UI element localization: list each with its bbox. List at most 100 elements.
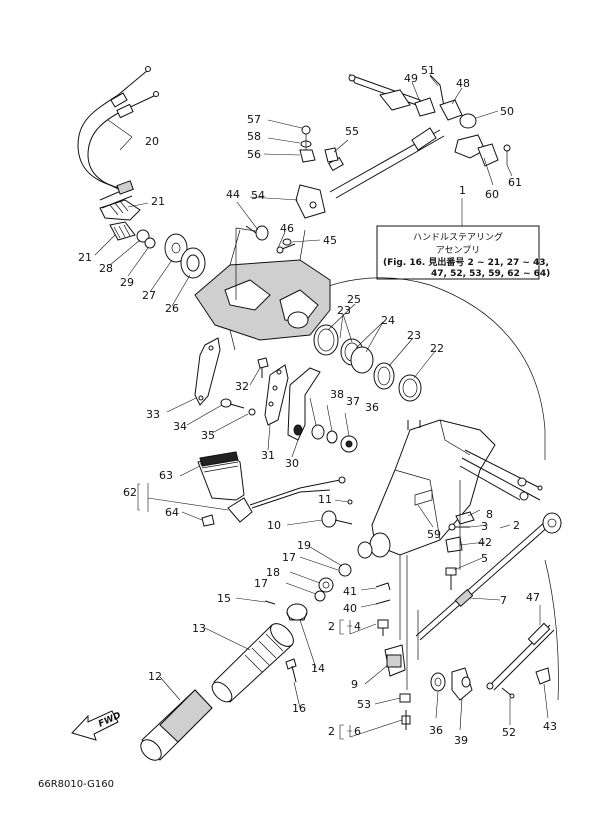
callout-13: 13 (192, 622, 206, 635)
lever-39 (451, 667, 473, 701)
callout-61: 61 (508, 176, 522, 189)
callout-57: 57 (247, 113, 261, 126)
bolt-34-35 (220, 398, 256, 416)
callout-64: 64 (165, 506, 179, 519)
callout-25: 25 (347, 293, 361, 306)
callout-52: 52 (502, 726, 516, 739)
callout-44: 44 (226, 188, 240, 201)
callout-14: 14 (311, 662, 325, 675)
callout-23b: 23 (407, 329, 421, 342)
cable-55-assembly (295, 125, 445, 219)
pin-15 (264, 600, 276, 605)
cable-set-20 (77, 66, 159, 209)
bushing-28 (136, 229, 150, 243)
callout-19: 19 (297, 539, 311, 552)
bracket-31 (264, 364, 289, 426)
callout-15: 15 (217, 592, 231, 605)
cable-47 (486, 622, 555, 691)
callout-22: 22 (430, 342, 444, 355)
callout-2a: 2 (513, 519, 520, 532)
callout-5: 5 (481, 552, 488, 565)
pin-11 (347, 499, 353, 505)
callout-56: 56 (247, 148, 261, 161)
bracket-2-4 (339, 619, 344, 635)
callout-33: 33 (146, 408, 160, 421)
washer-37 (326, 430, 338, 444)
callout-63: 63 (159, 469, 173, 482)
callout-36a: 36 (365, 401, 379, 414)
plate-53 (399, 693, 411, 703)
callout-39: 39 (454, 734, 468, 747)
grommet-26 (180, 247, 206, 279)
washer-17 (314, 590, 326, 602)
callout-31: 31 (261, 449, 275, 462)
grip-13 (211, 623, 294, 703)
bolt-3 (448, 523, 470, 531)
callout-18: 18 (266, 566, 280, 579)
callout-38: 38 (330, 388, 344, 401)
callout-49: 49 (404, 72, 418, 85)
cable-end-21-lower (109, 221, 136, 241)
callout-54: 54 (251, 189, 265, 202)
callout-1: 1 (459, 184, 466, 197)
callout-28: 28 (99, 262, 113, 275)
callout-11: 11 (318, 493, 332, 506)
callout-32: 32 (235, 380, 249, 393)
bolt-6 (401, 710, 411, 730)
callout-46: 46 (280, 222, 294, 235)
switch-62 (227, 476, 346, 523)
callout-23a: 23 (337, 304, 351, 317)
callout-box-assembly: ハンドルステアリング アセンブリ (Fig. 16. 見出番号 2 ~ 21, … (376, 198, 550, 280)
callout-29: 29 (120, 276, 134, 289)
callout-36b: 36 (429, 724, 443, 737)
callout-12: 12 (148, 670, 162, 683)
sleeve-14 (286, 603, 308, 621)
screw-16 (285, 658, 297, 683)
callout-37: 37 (346, 395, 360, 408)
callout-51: 51 (421, 64, 435, 77)
callout-26: 26 (165, 302, 179, 315)
callout-line-4: 47, 52, 53, 59, 62 ~ 64) (431, 269, 550, 279)
callout-34: 34 (173, 420, 187, 433)
callout-16: 16 (292, 702, 306, 715)
pin-40 (375, 599, 391, 605)
block-9 (384, 644, 406, 677)
callout-47: 47 (526, 591, 540, 604)
callout-8: 8 (486, 508, 493, 521)
callout-17a: 17 (282, 551, 296, 564)
clip-43 (535, 667, 551, 685)
bracket-housing (194, 229, 331, 351)
callout-35: 35 (201, 429, 215, 442)
callout-20: 20 (145, 135, 159, 148)
screw-45-46 (276, 238, 296, 254)
cables-right (459, 449, 543, 501)
grip-12 (140, 689, 213, 761)
callout-3: 3 (481, 520, 488, 533)
callout-58: 58 (247, 130, 261, 143)
callout-24: 24 (381, 314, 395, 327)
callout-4: 4 (354, 620, 361, 633)
steering-handle-body (357, 419, 496, 559)
callout-59: 59 (427, 528, 441, 541)
clip-44 (245, 225, 269, 241)
bolt-4 (377, 619, 389, 636)
shift-rod-upper (348, 74, 511, 167)
clip-52 (501, 687, 515, 699)
harness-63 (197, 451, 245, 501)
assembly-outline-arc (299, 277, 546, 460)
callout-10: 10 (267, 519, 281, 532)
bracket-2-6 (339, 724, 344, 740)
bushing-36-lower (430, 672, 446, 692)
callout-53: 53 (357, 698, 371, 711)
callout-60: 60 (485, 188, 499, 201)
callout-line-3: (Fig. 16. 見出番号 2 ~ 21, 27 ~ 43, (383, 256, 549, 268)
bracket-62 (137, 483, 140, 511)
callout-numbers: 1 2 2 2 3 4 5 6 7 8 9 10 11 12 13 14 15 … (78, 64, 557, 747)
callout-21a: 21 (151, 195, 165, 208)
callout-41: 41 (343, 585, 357, 598)
callout-40: 40 (343, 602, 357, 615)
callout-48: 48 (456, 77, 470, 90)
callout-62: 62 (123, 486, 137, 499)
diagram-code: 66R8010-G160 (38, 779, 114, 790)
